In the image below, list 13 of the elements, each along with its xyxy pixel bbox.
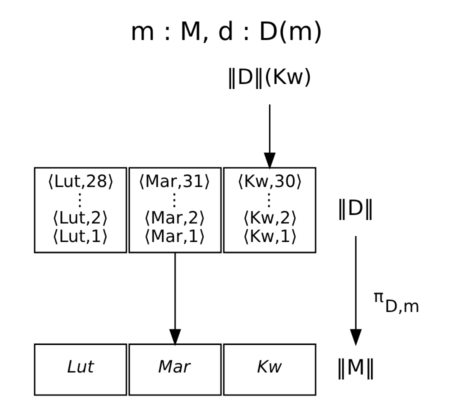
- node-box: Kw: [223, 344, 316, 396]
- node-box: Mar: [128, 344, 222, 396]
- node-box: ⟨Kw,30⟩ ⋮ ⟨Kw,2⟩ ⟨Kw,1⟩: [223, 167, 316, 254]
- node-text: ‖M‖: [336, 354, 376, 380]
- arrow: [350, 236, 362, 346]
- node-box: ⟨Lut,28⟩ ⋮ ⟨Lut,2⟩ ⟨Lut,1⟩: [34, 167, 128, 254]
- node-text: ‖D‖(Kw): [226, 64, 312, 89]
- diagram-title: m : M, d : D(m): [130, 16, 323, 46]
- arrow: [264, 104, 276, 170]
- node-text: ‖D‖: [336, 195, 374, 220]
- node-box: ⟨Mar,31⟩ ⋮ ⟨Mar,2⟩ ⟨Mar,1⟩: [128, 167, 222, 254]
- node-box: Lut: [34, 344, 128, 396]
- arrow: [169, 252, 182, 346]
